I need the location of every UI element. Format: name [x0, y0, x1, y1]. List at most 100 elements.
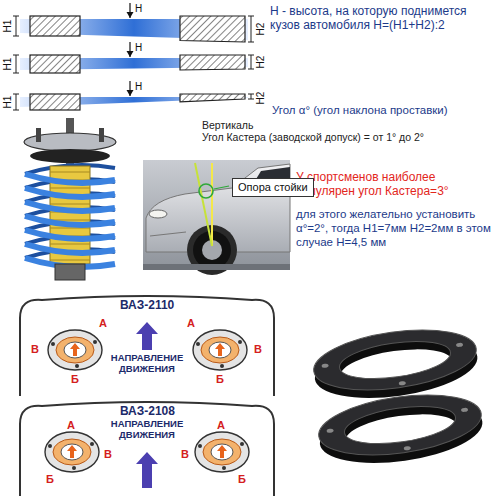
- bolt-hole: [198, 444, 202, 448]
- ring-inner: [53, 439, 91, 465]
- dimension-tick: [13, 55, 19, 73]
- ring-arrow: [217, 445, 227, 458]
- side-letter: Б: [46, 473, 54, 486]
- note-text: H - высота, на которую поднимется кузов …: [270, 4, 496, 33]
- model-name: ВАЗ-2110: [120, 299, 174, 313]
- side-letter: В: [104, 448, 112, 461]
- dimension-tick: [13, 16, 19, 36]
- dimension-tick: [248, 16, 254, 42]
- ring-inner: [56, 337, 94, 363]
- spacer-sections: [13, 3, 254, 110]
- boot-rib: [50, 188, 90, 189]
- dimension-label: H1: [2, 20, 14, 33]
- ring-outer: [195, 432, 249, 472]
- dimension-label: H2: [255, 92, 267, 105]
- dimension-line: [251, 16, 252, 42]
- callout-text: Опора стойки: [238, 181, 308, 194]
- bolt-hole: [72, 466, 76, 470]
- strut-drawing: [24, 118, 116, 280]
- note-text: H: [135, 42, 142, 54]
- dimension-line: [251, 94, 252, 99]
- ring-hole: [209, 342, 231, 358]
- bolt-hole: [321, 363, 328, 368]
- car-outline-line: [20, 296, 274, 396]
- side-letter: А: [67, 419, 75, 432]
- mount-stud: [36, 128, 41, 142]
- boot-rib: [50, 260, 90, 261]
- arrow-head: [127, 51, 134, 57]
- vertical-line: [211, 163, 213, 246]
- bolt-hole: [461, 407, 468, 412]
- side-letter: В: [254, 343, 262, 356]
- spring-coil: [25, 188, 115, 197]
- dimension-label: H1: [2, 58, 14, 71]
- black-spacer: [315, 386, 486, 472]
- spacer-block: [180, 16, 245, 42]
- ring-hole: [211, 444, 233, 460]
- ring-outer: [45, 432, 99, 472]
- bumper-line: [150, 232, 186, 236]
- dimension-label: H2: [255, 56, 267, 69]
- spring-coil: [25, 174, 115, 183]
- note-text: для этого желательно установить α°=2°, т…: [296, 208, 496, 249]
- bolt-hole: [90, 442, 94, 446]
- ring-outer: [193, 330, 247, 370]
- side-letter: Б: [216, 373, 224, 386]
- bolt-hole: [404, 446, 411, 451]
- photo-ground: [143, 160, 290, 270]
- spring-seat: [30, 149, 110, 163]
- side-letter: В: [181, 448, 189, 461]
- side-letter: В: [31, 343, 39, 356]
- ring-outer: [48, 330, 102, 370]
- mount-stud: [99, 128, 104, 142]
- bolt-hole: [220, 364, 224, 368]
- dimension-tick: [248, 55, 254, 69]
- note-text: Угол Кастера (заводской допуск) = от 1° …: [200, 131, 436, 144]
- bolt-hole: [326, 428, 333, 433]
- note-text: Угол α° (угол наклона проставки): [272, 104, 498, 118]
- headlight: [149, 210, 167, 218]
- ring-arrow: [67, 445, 77, 458]
- arrow-head: [127, 90, 134, 96]
- spring-coil: [25, 244, 115, 253]
- spring-coil: [25, 216, 115, 225]
- spring-coil: [25, 174, 115, 267]
- spacer-ring: [45, 432, 99, 472]
- bolt-hole: [196, 342, 200, 346]
- black-spacer: [310, 321, 481, 407]
- dimension-line: [16, 16, 17, 36]
- bolt-hole: [238, 340, 242, 344]
- bolt-hole: [456, 342, 463, 347]
- dimension-line: [16, 55, 17, 73]
- caster-line: [195, 163, 212, 246]
- direction-text: НАПРАВЛЕНИЕ ДВИЖЕНИЯ: [97, 353, 197, 375]
- bolt-hole: [399, 381, 406, 386]
- bolt-hole: [75, 364, 79, 368]
- spacer-block: [180, 55, 245, 70]
- arrow-head: [127, 12, 134, 18]
- spring-coil: [25, 230, 115, 239]
- bolt-hole: [222, 466, 226, 470]
- direction-arrow: [136, 322, 158, 350]
- dimension-tick: [248, 94, 254, 99]
- spacer-block: [30, 55, 80, 73]
- spring-coil: [25, 202, 115, 211]
- ring-hole: [61, 444, 83, 460]
- side-letter: Б: [71, 373, 79, 386]
- leader-line: [214, 186, 229, 189]
- side-letter: А: [99, 317, 107, 330]
- direction-arrow: [136, 452, 158, 488]
- dimension-line: [251, 55, 252, 69]
- side-letter: А: [217, 419, 225, 432]
- bolt-hole: [48, 444, 52, 448]
- model-name: ВАЗ-2108: [120, 405, 175, 419]
- callout-box: Опора стойки: [232, 178, 314, 197]
- spacer-face: [310, 321, 480, 399]
- spacer-ring: [195, 432, 249, 472]
- mount-marker: [199, 184, 213, 198]
- bolt-hole: [93, 340, 97, 344]
- side-letter: Б: [238, 473, 246, 486]
- boot-rib: [50, 172, 90, 173]
